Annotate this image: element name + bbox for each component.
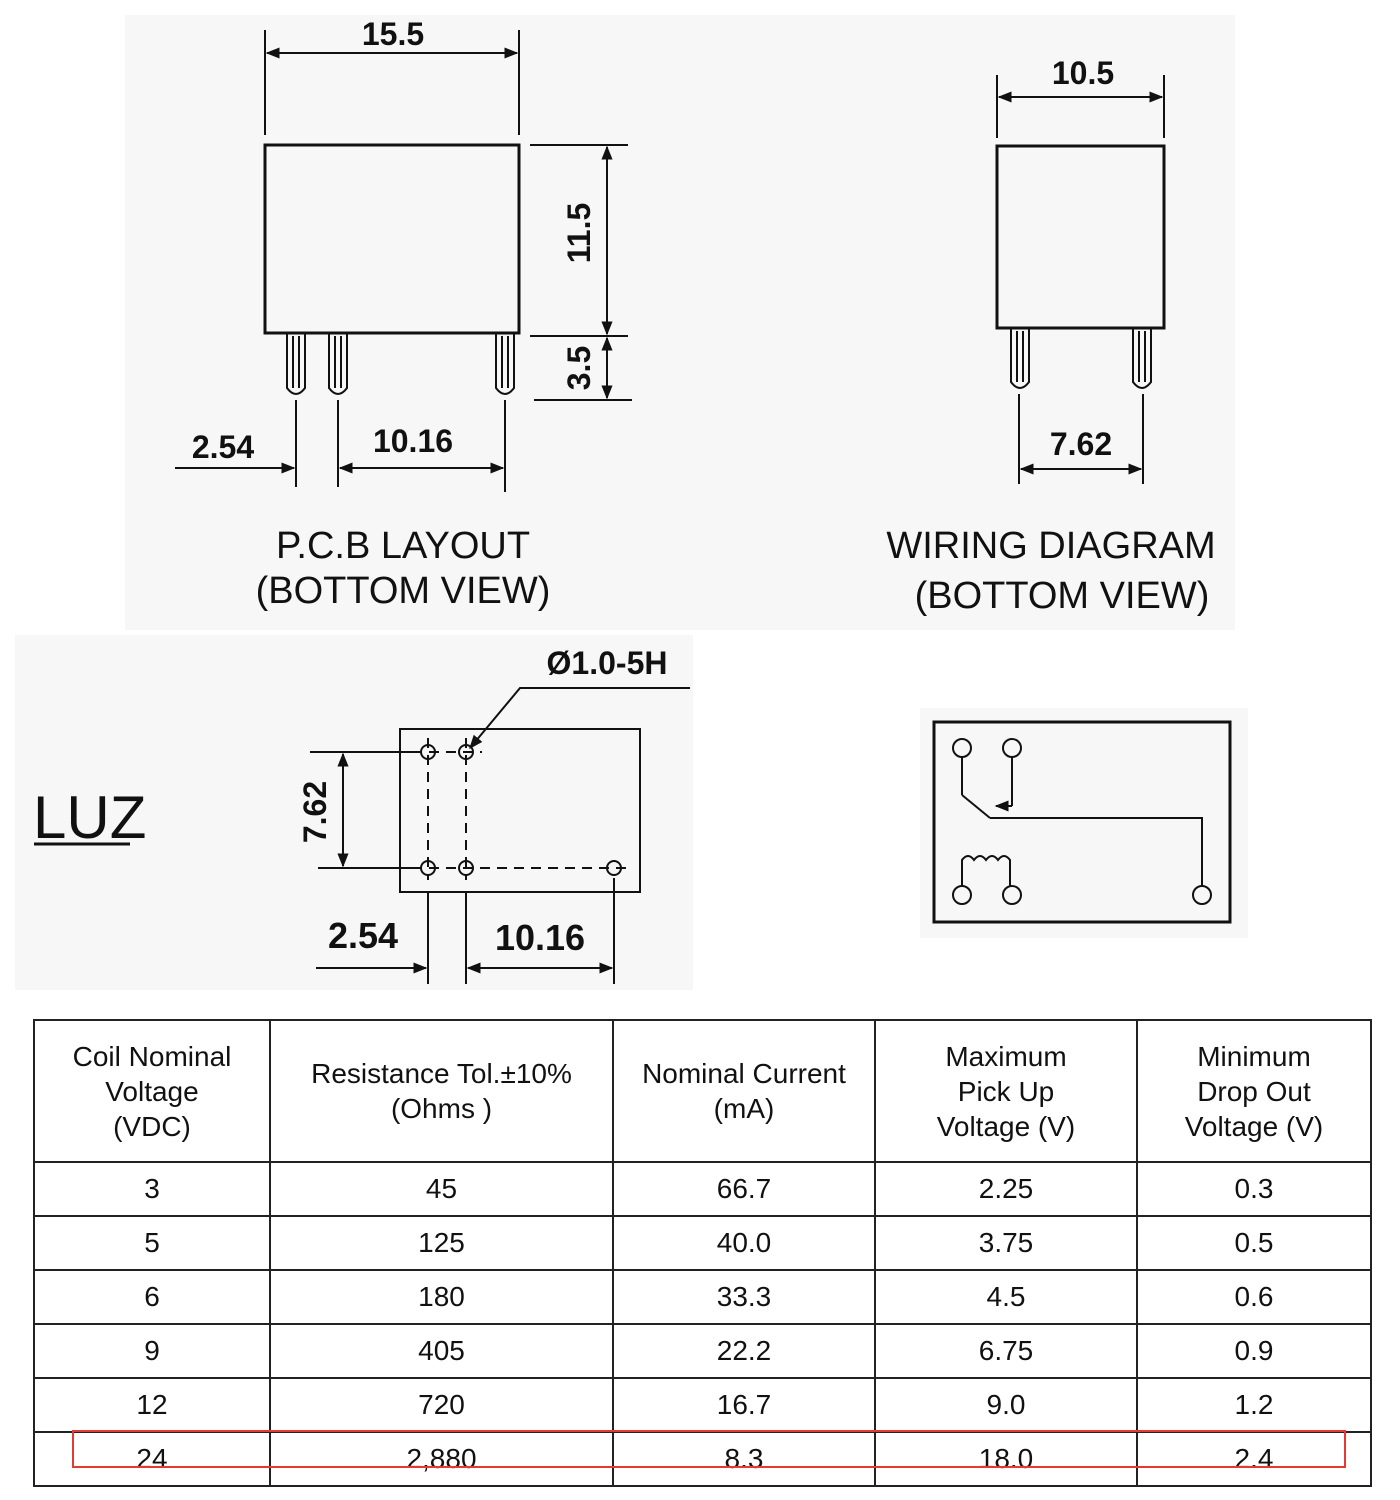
dim-side-width-label: 10.5: [1052, 55, 1114, 91]
drawing-panel-top: [125, 15, 1235, 630]
header-nominal-current: Nominal Current(mA): [612, 1019, 876, 1163]
pcb-hole-layout: LUZ Ø1.0-5H 7.62 2.54 10.16: [33, 645, 690, 984]
dim-pcb-pin-span-label: 10.16: [495, 917, 585, 958]
dim-pcb-pin-offset-label: 2.54: [328, 915, 398, 956]
side-title-line1: WIRING DIAGRAM: [886, 525, 1215, 567]
pcb-footprint-outline: [399, 728, 641, 893]
front-outline-view: 15.5 11.5 3.5 2.54 10.16 P.C.B LAYOUT (B…: [175, 16, 632, 612]
dim-pin-offset-label: 2.54: [192, 429, 254, 465]
relay-pins-front: [286, 333, 515, 395]
dim-row-spacing-label: 7.62: [297, 781, 333, 843]
side-outline-view: 10.5 7.62 WIRING DIAGRAM (BOTTOM VIEW): [886, 55, 1215, 617]
outline-title-line1: P.C.B LAYOUT: [276, 525, 530, 567]
drawing-panel-pcb: [15, 635, 693, 990]
side-title-line2: (BOTTOM VIEW): [915, 575, 1210, 617]
schematic-frame: [932, 720, 1232, 924]
highlight-box-24v-row: [72, 1430, 1346, 1468]
pcb-holes: [420, 744, 622, 876]
wiring-schematic: [932, 720, 1232, 924]
dimension-drawings: 15.5 11.5 3.5 2.54 10.16 P.C.B LAYOUT (B…: [33, 16, 1232, 984]
dim-height-label: 11.5: [561, 203, 597, 264]
hole-spec-label: Ø1.0-5H: [547, 645, 668, 681]
dim-width-label: 15.5: [362, 16, 424, 52]
header-resistance: Resistance Tol.±10%(Ohms ): [269, 1019, 614, 1163]
outline-title-line2: (BOTTOM VIEW): [256, 570, 551, 612]
relay-body-front: [263, 143, 521, 335]
relay-pins-side: [1010, 328, 1152, 389]
model-name: LUZ: [33, 784, 146, 851]
relay-body-side: [995, 144, 1166, 330]
dim-side-pin-span-label: 7.62: [1050, 426, 1112, 462]
dim-pin-span-label: 10.16: [373, 423, 453, 459]
dim-pin-length-label: 3.5: [561, 346, 597, 390]
